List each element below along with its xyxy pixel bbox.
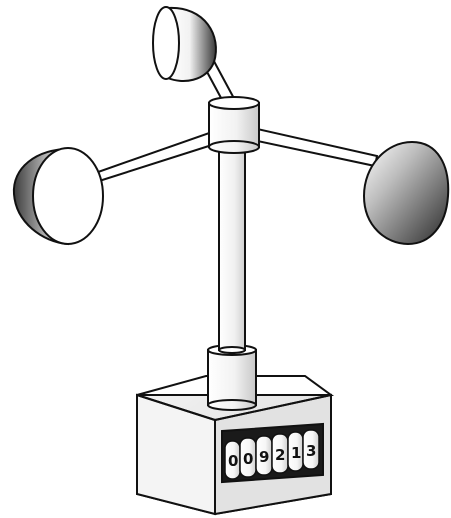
arm-right [252, 126, 379, 168]
counter-digit-5: 1 [291, 444, 301, 462]
counter-drum-5: 1 [287, 431, 304, 472]
counter-digit-2: 0 [243, 450, 253, 468]
counter-digits: 0 0 9 2 1 3 [224, 429, 320, 480]
pole-socket [207, 344, 257, 411]
counter-digit-1: 0 [228, 452, 238, 470]
hub [208, 96, 260, 154]
counter-drum-2: 0 [239, 437, 257, 478]
cup-left [12, 147, 104, 246]
counter-drum-3: 9 [255, 435, 273, 476]
counter-digit-6: 3 [306, 442, 316, 460]
pole [218, 145, 246, 354]
counter-drum-6: 3 [302, 429, 320, 470]
arm-left [94, 130, 213, 184]
counter-digit-3: 9 [259, 448, 269, 466]
cup-right [362, 140, 450, 246]
counter-digit-4: 2 [275, 446, 285, 464]
cup-top [152, 6, 217, 82]
counter-drum-1: 0 [224, 440, 241, 480]
counter-drum-4: 2 [271, 433, 289, 474]
